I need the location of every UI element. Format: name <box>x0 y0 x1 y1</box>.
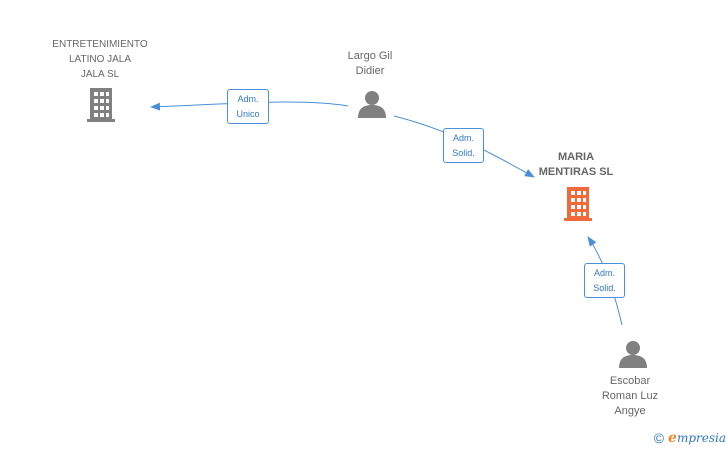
person-icon[interactable] <box>357 89 387 119</box>
company-label-entretenimiento[interactable]: ENTRETENIMIENTO LATINO JALA JALA SL <box>52 39 148 80</box>
person-icon[interactable] <box>618 339 648 369</box>
empresia-brand: © empresia <box>654 430 726 446</box>
building-icon[interactable] <box>85 88 117 122</box>
copyright-icon: © <box>653 430 665 446</box>
edge-label-adm-unico[interactable]: Adm. Unico <box>227 89 269 124</box>
edge-label-adm-solid-escobar[interactable]: Adm. Solid. <box>584 263 625 298</box>
person-label-escobar[interactable]: Escobar Roman Luz Angye <box>601 375 659 417</box>
company-label-maria-mentiras[interactable]: MARIA MENTIRAS SL <box>538 151 614 178</box>
person-label-largo-gil[interactable]: Largo Gil Didier <box>347 50 393 77</box>
edge-label-adm-solid-largo[interactable]: Adm. Solid. <box>443 128 484 163</box>
building-icon-main[interactable] <box>562 187 594 221</box>
brand-logo: empresia <box>668 430 726 446</box>
